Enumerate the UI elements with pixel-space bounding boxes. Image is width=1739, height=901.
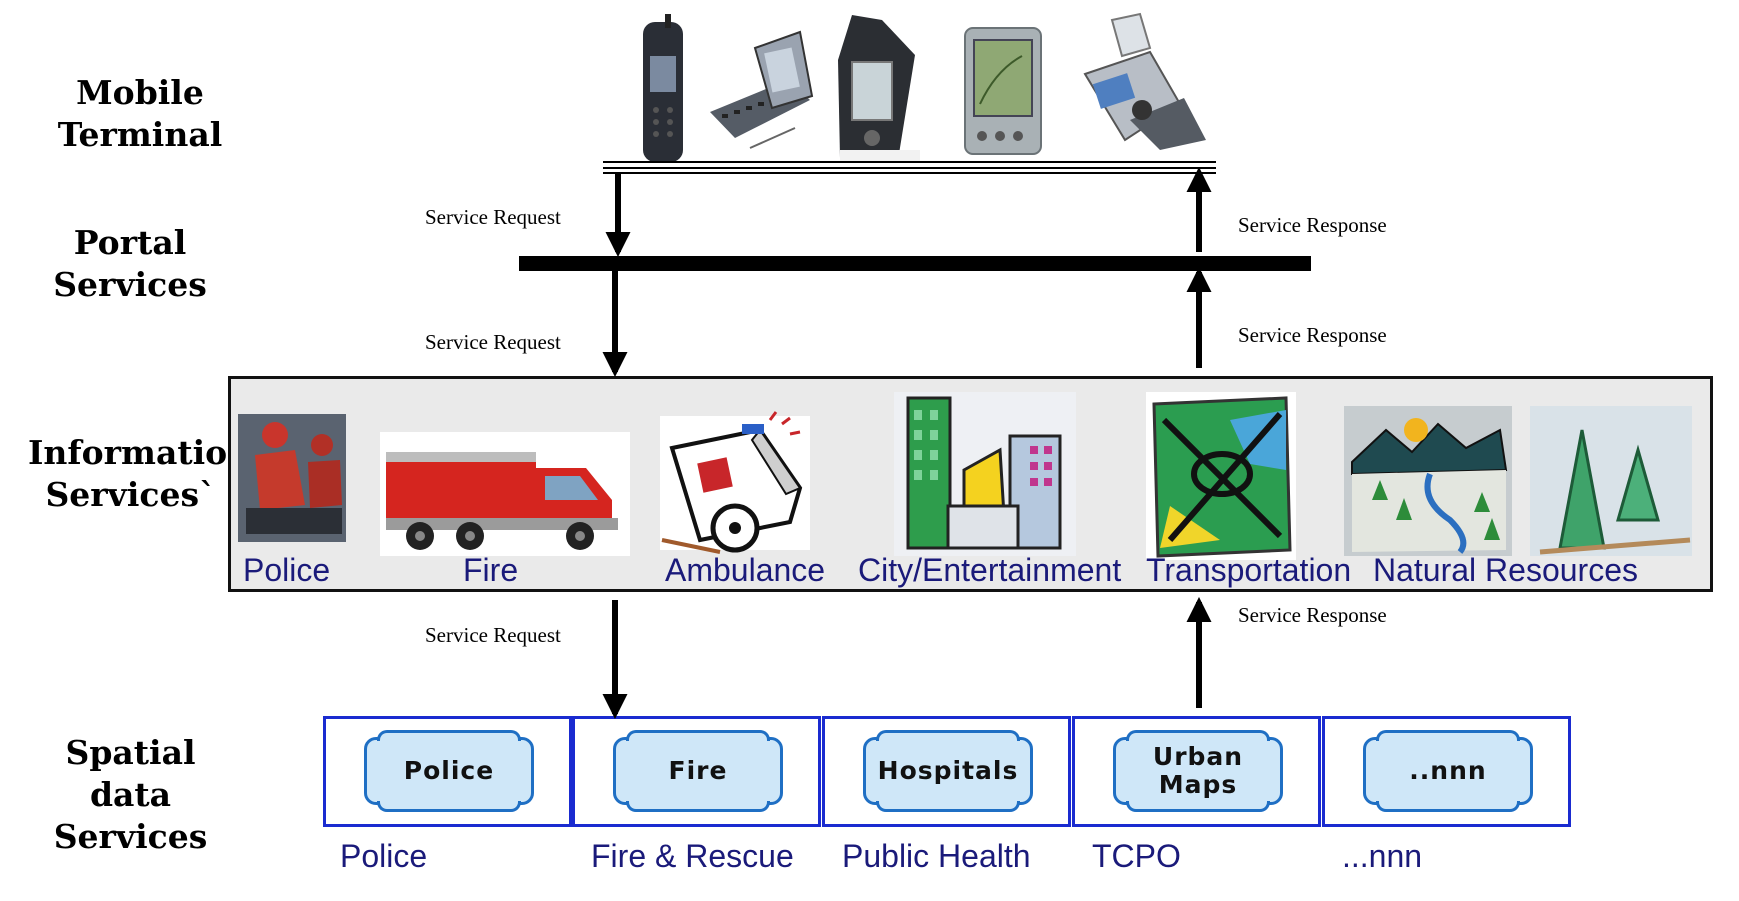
label-service-request-1: Service Request xyxy=(425,205,561,229)
highway-map-icon xyxy=(1146,392,1296,560)
data-cell-fire: Fire xyxy=(572,716,821,827)
police-motorcycle-icon xyxy=(238,414,346,542)
fire-truck-icon xyxy=(380,432,630,556)
dept-label-public-health: Public Health xyxy=(842,838,1031,874)
label-service-request-2: Service Request xyxy=(425,330,561,354)
city-buildings-icon xyxy=(894,392,1076,556)
dept-label-police: Police xyxy=(340,838,428,874)
data-cell-nnn: ..nnn xyxy=(1322,716,1571,827)
data-cell-hospitals: Hospitals xyxy=(822,716,1071,827)
ambulance-icon xyxy=(660,411,810,554)
pine-trees-icon xyxy=(1530,406,1692,556)
portal-services-bar xyxy=(519,256,1311,271)
layer-label-portal: Portal Services xyxy=(53,223,207,304)
service-label-police: Police xyxy=(243,552,331,588)
label-service-response-3: Service Response xyxy=(1238,603,1387,627)
service-label-natural-resources: Natural Resources xyxy=(1373,552,1638,588)
layer-label-info: Information Services` xyxy=(28,433,252,514)
label-service-response-1: Service Response xyxy=(1238,213,1387,237)
flip-pda-icon xyxy=(710,30,814,149)
camera-flip-phone-icon xyxy=(1083,12,1206,150)
service-label-ambulance: Ambulance xyxy=(665,552,826,588)
dept-label-fire-rescue: Fire & Rescue xyxy=(591,838,794,874)
candybar-phone-icon xyxy=(643,14,683,162)
layer-label-spatial: Spatial data Services xyxy=(53,733,208,856)
label-service-request-3: Service Request xyxy=(425,623,561,647)
database-hospitals: Hospitals xyxy=(863,730,1033,812)
database-nnn: ..nnn xyxy=(1363,730,1533,812)
layer-label-mobile: Mobile Terminal xyxy=(57,73,223,154)
landscape-icon xyxy=(1344,406,1512,556)
service-label-transportation: Transportation xyxy=(1146,552,1352,588)
mobile-platform-line xyxy=(603,161,1216,174)
service-label-fire: Fire xyxy=(463,552,519,588)
dept-label-tcpo: TCPO xyxy=(1092,838,1181,874)
data-cell-urban-maps: Urban Maps xyxy=(1072,716,1321,827)
service-label-city-entertainment: City/Entertainment xyxy=(858,552,1122,588)
database-urban-maps: Urban Maps xyxy=(1113,730,1283,812)
label-service-response-2: Service Response xyxy=(1238,323,1387,347)
dept-label-nnn: ...nnn xyxy=(1342,838,1423,874)
database-fire: Fire xyxy=(613,730,783,812)
palm-pda-icon xyxy=(964,27,1042,155)
pocket-pc-icon xyxy=(838,15,920,162)
database-police: Police xyxy=(364,730,534,812)
data-cell-police: Police xyxy=(323,716,572,827)
